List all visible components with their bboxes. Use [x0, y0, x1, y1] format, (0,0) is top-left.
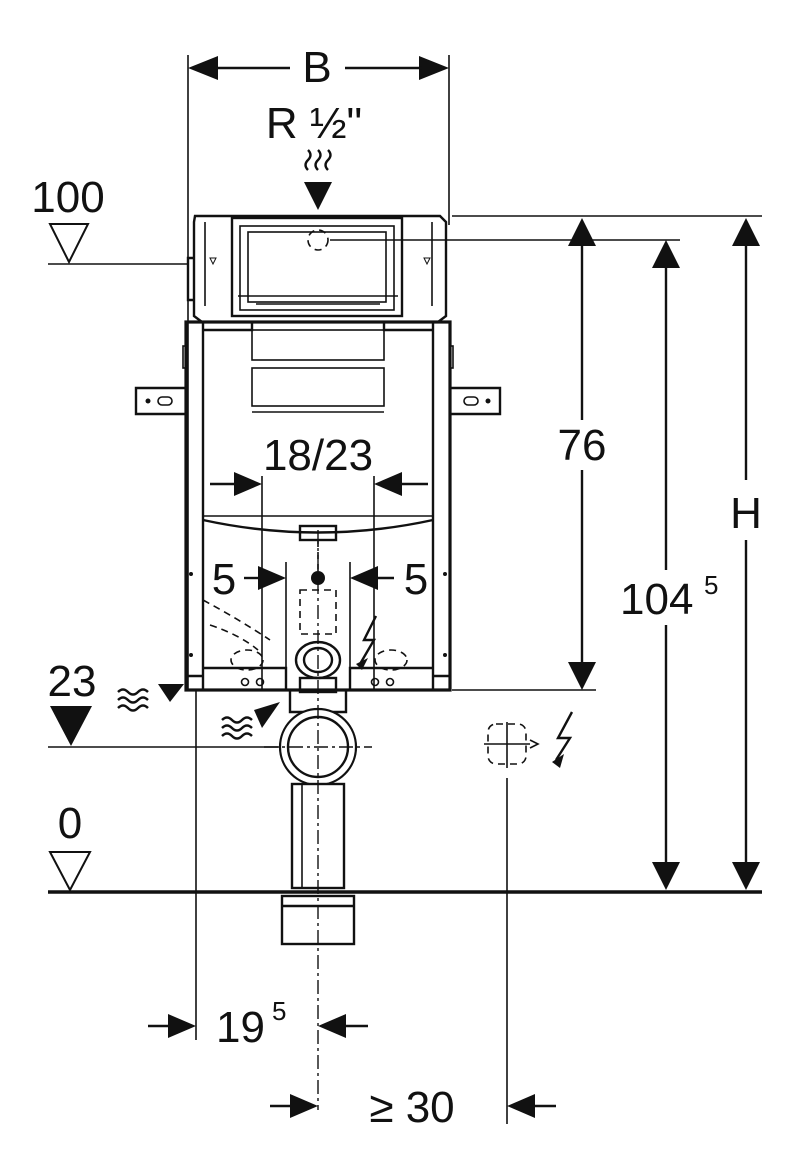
width-label: B [302, 43, 331, 92]
offset-left-label: 5 [212, 555, 236, 604]
min-distance-dimension: ≥ 30 [270, 1083, 556, 1132]
offset-dimension: 5 5 [212, 540, 428, 690]
depth-label: 19 [216, 1003, 265, 1052]
depth-dimension: 19 5 [148, 996, 368, 1052]
water-inlet-wavy-icon [304, 149, 332, 171]
spacing-label: 18/23 [263, 431, 373, 480]
lightning-bolt-icon [356, 615, 378, 670]
width-dimension: B [187, 43, 450, 690]
height-104-label: 104 [620, 575, 693, 624]
water-inlet-wavy-icon [117, 684, 184, 712]
level-0-label: 0 [58, 799, 82, 848]
open-triangle-level-icon [48, 851, 92, 893]
power-conduit [484, 711, 574, 1124]
flush-centre-point [311, 571, 325, 585]
level-23: 23 [48, 657, 280, 748]
cistern-frame [134, 214, 680, 692]
height-76-label: 76 [558, 421, 607, 470]
lightning-bolt-icon [552, 711, 574, 768]
filled-triangle-level-icon [50, 706, 92, 746]
drain-elbow [264, 690, 372, 946]
height-104-dimension: 104 5 [620, 240, 718, 890]
depth-sup: 5 [272, 996, 286, 1026]
height-H-label: H [730, 489, 762, 538]
level-23-label: 23 [48, 657, 97, 706]
min-distance-label: ≥ 30 [369, 1083, 454, 1132]
level-100-label: 100 [31, 173, 104, 222]
water-inlet-wavy-icon [221, 702, 280, 740]
offset-right-label: 5 [404, 555, 428, 604]
height-104-sup: 5 [704, 570, 718, 600]
height-76-dimension: 76 [452, 218, 607, 691]
water-inlet: R ½" [266, 99, 362, 210]
height-H-dimension: H [452, 215, 762, 890]
level-0: 0 [48, 799, 762, 894]
level-100: 100 [31, 173, 188, 265]
open-triangle-level-icon [48, 223, 90, 265]
spacing-dimension: 18/23 [210, 431, 428, 690]
connection-label: R ½" [266, 99, 362, 148]
